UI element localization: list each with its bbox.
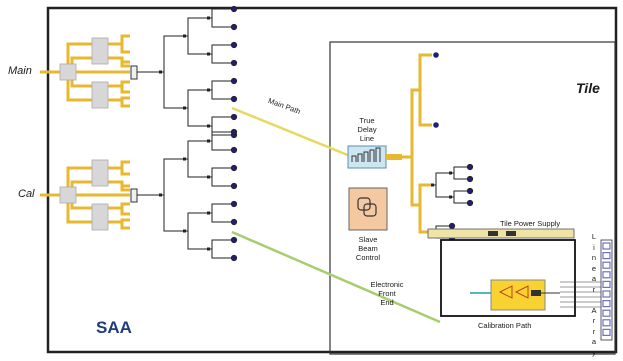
array-element	[602, 261, 611, 269]
cal-binary-tree	[137, 128, 238, 262]
array-element	[602, 252, 611, 260]
tree-junction	[207, 211, 210, 215]
cal-splitter-boxes	[59, 159, 109, 231]
true-delay-line-label: True Delay Line	[357, 116, 377, 143]
tree-junction	[207, 175, 210, 179]
main-input-label: Main	[8, 65, 32, 77]
tile-power-supply-label: Tile Power Supply	[500, 219, 561, 228]
endpoint-node	[230, 41, 238, 49]
tile-feed-tree	[402, 53, 574, 235]
tree-branch	[184, 140, 208, 178]
tile-top-endpoints	[433, 52, 439, 128]
tree-branch	[184, 212, 208, 250]
array-element	[602, 319, 611, 327]
array-element	[602, 280, 611, 288]
tree-branch	[208, 80, 232, 100]
tile-label: Tile	[576, 80, 600, 96]
endpoint-node	[433, 52, 439, 58]
cal-input-label: Cal	[18, 188, 35, 200]
endpoint-node	[433, 122, 439, 128]
main-coupler	[130, 65, 138, 80]
outer-frame	[46, 6, 618, 354]
tree-junction	[183, 34, 186, 38]
tree-branch	[160, 35, 184, 109]
tree-junction	[207, 247, 210, 251]
saa-label: SAA	[96, 318, 132, 337]
endpoint-node	[448, 222, 456, 230]
endpoint-node	[230, 146, 238, 154]
endpoint-node	[230, 182, 238, 190]
array-element	[602, 309, 611, 317]
tree-branch	[450, 190, 468, 204]
amp-symbol-2	[514, 285, 529, 299]
endpoint-node	[230, 164, 238, 172]
tile-frame	[329, 41, 616, 355]
tree-junction	[207, 139, 210, 143]
linear-array-elements	[560, 242, 611, 336]
tree-junction	[183, 106, 186, 110]
array-element	[602, 271, 611, 279]
main-binary-tree	[137, 5, 238, 139]
endpoint-node	[230, 200, 238, 208]
array-element	[602, 242, 611, 250]
main-splitter-network	[40, 34, 130, 108]
array-element	[602, 328, 611, 336]
endpoint-node	[230, 236, 238, 244]
linear-array	[600, 239, 613, 341]
array-element	[602, 300, 611, 308]
calibration-path-label: Calibration Path	[478, 321, 532, 330]
tile-power-supply-bar	[427, 228, 575, 239]
tree-junction	[183, 229, 186, 233]
endpoint-node	[466, 175, 474, 183]
tree-branch	[184, 89, 208, 127]
tree-junction	[207, 124, 210, 128]
slave-beam-control-box	[348, 187, 388, 231]
delay-feed	[386, 154, 402, 160]
endpoint-node	[230, 128, 238, 136]
tree-junction	[159, 70, 162, 74]
tree-branch	[184, 17, 208, 55]
tree-junction	[449, 195, 452, 199]
main-splitter-boxes	[59, 37, 109, 109]
tree-branch	[450, 166, 468, 180]
endpoint-node	[466, 187, 474, 195]
tree-junction	[207, 88, 210, 92]
endpoint-node	[466, 163, 474, 171]
tree-junction	[207, 52, 210, 56]
tree-branch	[208, 239, 232, 259]
tree-branch	[432, 172, 450, 198]
tree-junction	[207, 16, 210, 20]
endpoint-node	[230, 23, 238, 31]
endpoint-node	[466, 199, 474, 207]
tree-junction	[159, 193, 162, 197]
endpoint-node	[230, 5, 238, 13]
tree-junction	[431, 183, 434, 187]
tree-branch	[208, 203, 232, 223]
array-element	[602, 290, 611, 298]
endpoint-node	[230, 59, 238, 67]
cal-splitter-network	[40, 160, 130, 230]
slave-beam-control-label: Slave Beam Control	[355, 235, 381, 262]
cal-coupler	[130, 188, 138, 203]
endpoint-node	[230, 113, 238, 121]
tree-branch	[208, 167, 232, 187]
main-path-line	[231, 106, 351, 158]
delay-line-steps	[351, 147, 381, 162]
tree-branch	[208, 8, 232, 28]
endpoint-node	[230, 95, 238, 103]
calibration-path-line	[231, 230, 441, 324]
tree-junction	[449, 171, 452, 175]
endpoint-node	[230, 218, 238, 226]
endpoint-node	[230, 77, 238, 85]
tree-branch	[208, 44, 232, 64]
tree-branch	[160, 158, 184, 232]
endpoint-node	[230, 254, 238, 262]
amp-symbol-1	[498, 285, 513, 299]
tree-junction	[183, 157, 186, 161]
electronic-front-end-label: Electronic Front End	[370, 280, 404, 307]
